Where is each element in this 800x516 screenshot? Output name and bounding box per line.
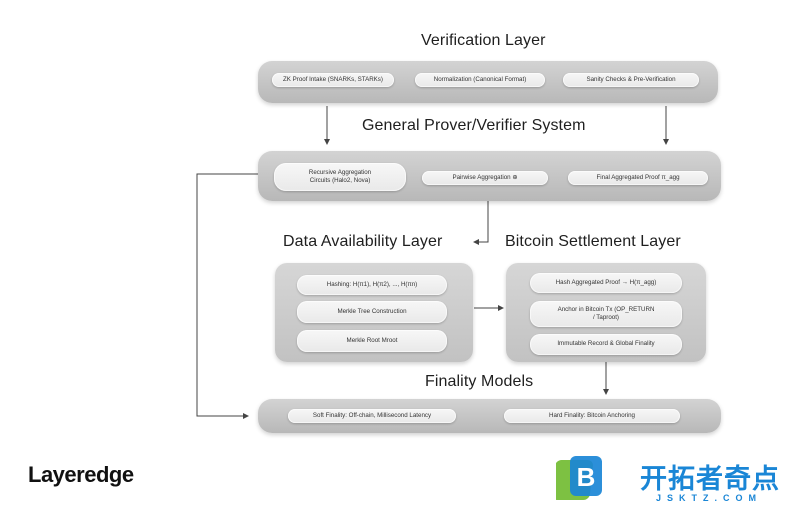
anchor-line2: / Taproot) — [592, 314, 619, 321]
immutable-record-node: Immutable Record & Global Finality — [530, 334, 682, 355]
verification-layer-band: ZK Proof Intake (SNARKs, STARKs) Normali… — [258, 61, 718, 103]
soft-finality-node: Soft Finality: Off-chain, Millisecond La… — [288, 409, 456, 423]
final-aggregated-proof-node: Final Aggregated Proof π_agg — [568, 171, 708, 185]
verification-layer-title: Verification Layer — [421, 32, 546, 49]
intake-node: ZK Proof Intake (SNARKs, STARKs) — [272, 73, 394, 87]
anchor-line1: Anchor in Bitcoin Tx (OP_RETURN — [557, 305, 655, 313]
finality-models-title: Finality Models — [425, 373, 534, 390]
brand-logo-letter: B — [577, 462, 596, 492]
merkle-tree-node: Merkle Tree Construction — [297, 301, 447, 323]
hashing-node: Hashing: H(π1), H(π2), ..., H(πn) — [297, 275, 447, 295]
loop-line-left — [196, 173, 258, 419]
bitcoin-settlement-title: Bitcoin Settlement Layer — [505, 233, 681, 250]
sanity-checks-node: Sanity Checks & Pre-Verification — [563, 73, 699, 87]
merkle-root-node: Merkle Root Mroot — [297, 330, 447, 352]
layeredge-logo: Layeredge — [28, 462, 134, 487]
brand-name-chinese: 开拓者奇点 — [640, 464, 780, 495]
finality-models-band: Soft Finality: Off-chain, Millisecond La… — [258, 399, 721, 433]
general-prover-band: Recursive Aggregation Circuits (Halo2, N… — [258, 151, 721, 201]
brand-site: JSKTZ.COM — [656, 493, 763, 503]
normalization-node: Normalization (Canonical Format) — [415, 73, 545, 87]
hard-finality-node: Hard Finality: Bitcoin Anchoring — [504, 409, 680, 423]
pairwise-aggregation-node: Pairwise Aggregation ⊕ — [422, 171, 548, 185]
anchor-bitcoin-tx-node: Anchor in Bitcoin Tx (OP_RETURN / Taproo… — [530, 301, 682, 327]
hash-aggregated-proof-node: Hash Aggregated Proof → H(π_agg) — [530, 273, 682, 293]
recursive-aggregation-line2: Circuits (Halo2, Nova) — [309, 177, 371, 184]
data-availability-title: Data Availability Layer — [283, 233, 443, 250]
bitcoin-settlement-box: Hash Aggregated Proof → H(π_agg) Anchor … — [506, 263, 706, 362]
brand-logo-icon: B — [551, 456, 604, 504]
data-availability-box: Hashing: H(π1), H(π2), ..., H(πn) Merkle… — [275, 263, 473, 362]
recursive-aggregation-line1: Recursive Aggregation — [308, 168, 372, 176]
recursive-aggregation-node: Recursive Aggregation Circuits (Halo2, N… — [274, 163, 406, 191]
arrow-general-to-data-availability — [473, 200, 489, 245]
general-prover-title: General Prover/Verifier System — [362, 117, 586, 134]
